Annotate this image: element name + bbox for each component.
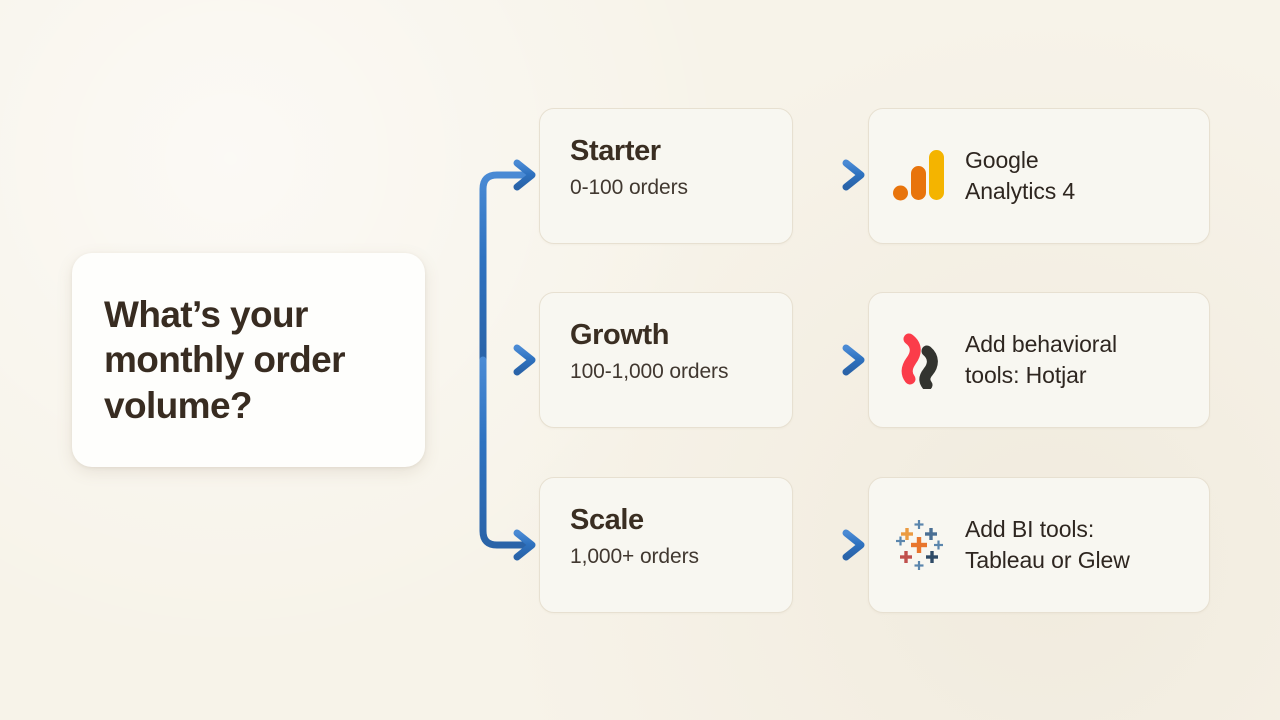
recommendation-line-2: Analytics 4 [965,178,1076,204]
recommendation-label: Add behavioral tools: Hotjar [965,329,1117,391]
question-line-1: What’s your [104,293,308,335]
hotjar-icon [901,333,938,389]
tableau-icon [896,520,943,570]
recommendation-line-2: tools: Hotjar [965,362,1087,388]
tier-range: 100-1,000 orders [570,360,729,384]
tier-range: 1,000+ orders [570,545,699,569]
tier-title: Growth [570,319,670,351]
recommendation-card-hotjar[interactable]: Add behavioral tools: Hotjar [868,292,1210,428]
recommendation-line-1: Google [965,146,1039,173]
question-line-2: monthly order [104,339,346,381]
recommendation-label: Add BI tools: Tableau or Glew [965,514,1130,576]
recommendation-label: Google Analytics 4 [965,145,1075,207]
question-title: What’s your monthly order volume? [104,292,346,429]
question-line-3: volume? [104,384,253,426]
google-analytics-icon [893,150,944,201]
recommendation-line-2: Tableau or Glew [965,547,1130,573]
recommendation-card-google-analytics[interactable]: Google Analytics 4 [868,108,1210,244]
tier-card-starter[interactable]: Starter 0-100 orders [539,108,793,244]
tier-title: Starter [570,135,661,167]
recommendation-line-1: Add behavioral [965,330,1118,357]
tier-card-growth[interactable]: Growth 100-1,000 orders [539,292,793,428]
tier-title: Scale [570,504,644,536]
tier-range: 0-100 orders [570,176,688,200]
recommendation-line-1: Add BI tools: [965,515,1095,542]
recommendation-card-tableau[interactable]: Add BI tools: Tableau or Glew [868,477,1210,613]
tier-card-scale[interactable]: Scale 1,000+ orders [539,477,793,613]
question-card[interactable]: What’s your monthly order volume? [72,253,425,467]
